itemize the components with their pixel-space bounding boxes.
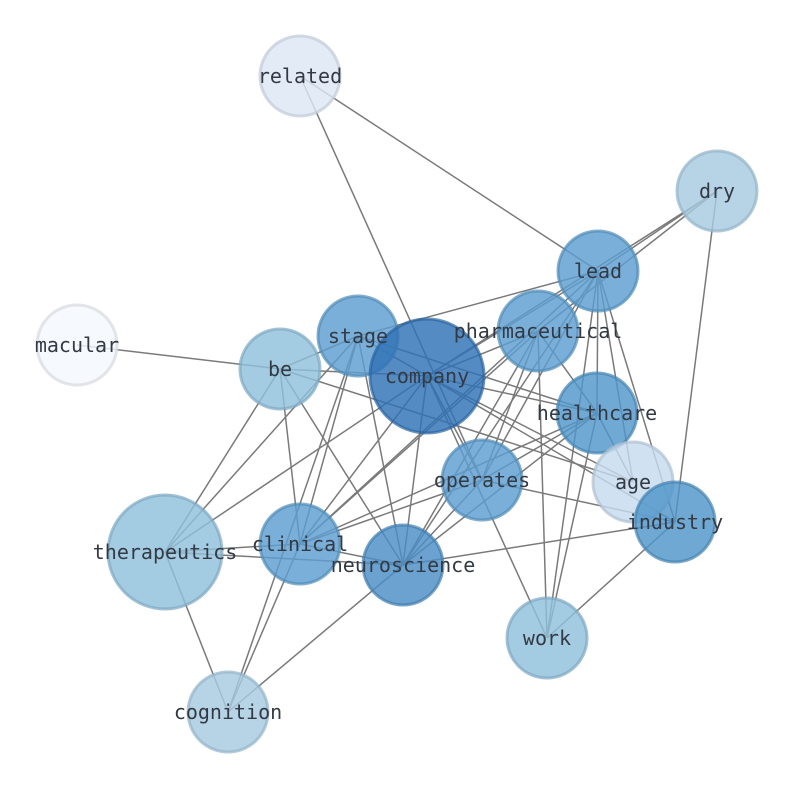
node-label-clinical: clinical — [252, 532, 348, 556]
node-label-be: be — [268, 357, 292, 381]
node-healthcare[interactable] — [555, 371, 639, 455]
node-layer: related dry lead macular stage pharmaceutical… — [35, 34, 759, 754]
node-label-stage: stage — [328, 324, 388, 348]
node-industry[interactable] — [633, 480, 717, 564]
node-company[interactable] — [368, 317, 486, 435]
node-label-lead: lead — [574, 259, 622, 283]
node-circle-operates[interactable] — [440, 438, 524, 522]
node-be[interactable] — [238, 327, 322, 411]
node-label-work: work — [523, 626, 571, 650]
node-circle-healthcare[interactable] — [555, 371, 639, 455]
node-cognition[interactable] — [186, 670, 270, 754]
node-circle-industry[interactable] — [633, 480, 717, 564]
node-pharmaceutical[interactable] — [496, 289, 580, 373]
node-label-company: company — [385, 364, 469, 388]
node-circle-dry[interactable] — [675, 149, 759, 233]
edge-dry-industry — [674, 190, 718, 523]
node-label-macular: macular — [35, 333, 119, 357]
node-label-therapeutics: therapeutics — [93, 540, 238, 564]
edge-industry-neuroscience — [402, 521, 676, 566]
edge-related-lead — [299, 75, 599, 272]
node-work[interactable] — [505, 596, 589, 680]
node-label-cognition: cognition — [174, 700, 282, 724]
edge-pharmaceutical-work — [537, 330, 548, 639]
node-label-neuroscience: neuroscience — [331, 553, 476, 577]
node-label-industry: industry — [627, 510, 723, 534]
node-label-dry: dry — [699, 179, 735, 203]
node-circle-company[interactable] — [368, 317, 486, 435]
node-macular[interactable] — [35, 303, 119, 387]
node-therapeutics[interactable] — [106, 493, 224, 611]
node-circle-related[interactable] — [258, 34, 342, 118]
node-circle-neuroscience[interactable] — [361, 523, 445, 607]
node-label-age: age — [615, 470, 651, 494]
node-clinical[interactable] — [258, 502, 342, 586]
node-circle-pharmaceutical[interactable] — [496, 289, 580, 373]
node-circle-work[interactable] — [505, 596, 589, 680]
edge-lead-work — [546, 270, 599, 639]
node-dry[interactable] — [675, 149, 759, 233]
node-circle-cognition[interactable] — [186, 670, 270, 754]
node-circle-be[interactable] — [238, 327, 322, 411]
node-circle-clinical[interactable] — [258, 502, 342, 586]
node-label-related: related — [258, 64, 342, 88]
node-label-pharmaceutical: pharmaceutical — [454, 319, 623, 343]
node-label-healthcare: healthcare — [537, 401, 657, 425]
node-circle-therapeutics[interactable] — [106, 493, 224, 611]
node-neuroscience[interactable] — [361, 523, 445, 607]
node-circle-macular[interactable] — [35, 303, 119, 387]
node-lead[interactable] — [556, 229, 640, 313]
node-circle-lead[interactable] — [556, 229, 640, 313]
node-operates[interactable] — [440, 438, 524, 522]
node-label-operates: operates — [434, 468, 530, 492]
node-related[interactable] — [258, 34, 342, 118]
